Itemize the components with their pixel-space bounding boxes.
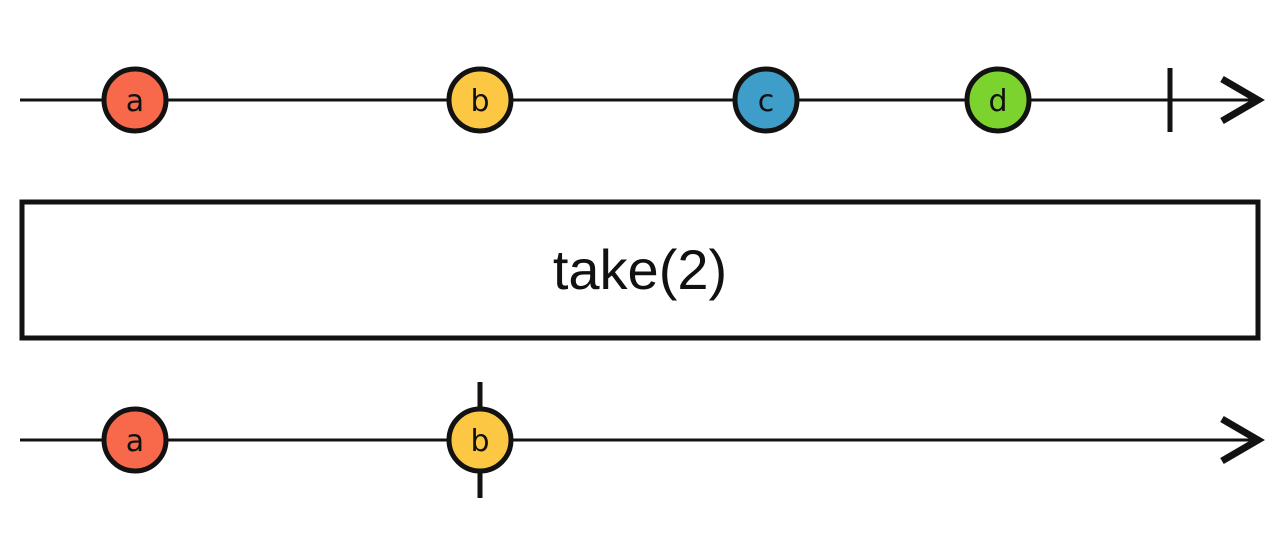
arrowhead-icon <box>1220 415 1265 465</box>
source-stream-timeline: a b c d <box>20 66 1265 134</box>
marble-label-d: d <box>988 84 1007 119</box>
marble-label-b: b <box>470 84 489 119</box>
arrowhead-icon <box>1220 75 1265 125</box>
operator-box <box>19 199 1261 341</box>
marble-d <box>964 66 1032 134</box>
marble-label-a: a <box>126 424 144 459</box>
marble-b <box>446 406 514 474</box>
marble-label-a: a <box>126 84 144 119</box>
marble-c <box>732 66 800 134</box>
marble-label-c: c <box>758 84 775 119</box>
marble-a <box>101 406 169 474</box>
marble-b <box>446 66 514 134</box>
operator-label: take(2) <box>553 238 727 301</box>
marble-label-b: b <box>470 424 489 459</box>
marble-a <box>101 66 169 134</box>
